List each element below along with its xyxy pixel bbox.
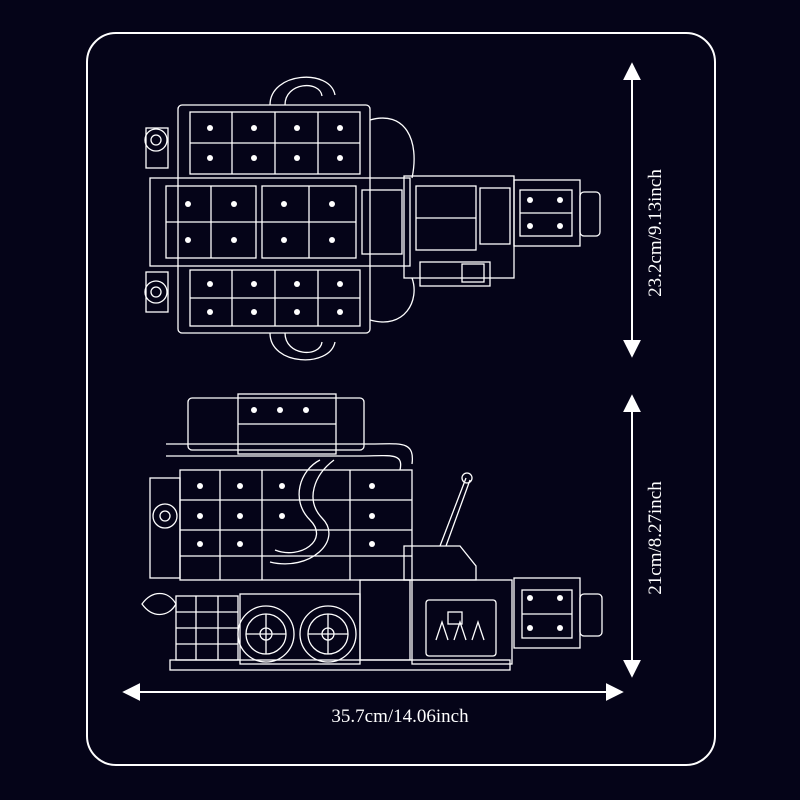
diagram-frame bbox=[86, 32, 716, 766]
top-view-height-label: 23.2cm/9.13inch bbox=[645, 169, 666, 297]
side-view-engine bbox=[141, 393, 603, 671]
side-view-height-label: 21cm/8.27inch bbox=[645, 481, 666, 595]
width-label: 35.7cm/14.06inch bbox=[331, 706, 469, 727]
top-view-engine bbox=[144, 76, 601, 361]
